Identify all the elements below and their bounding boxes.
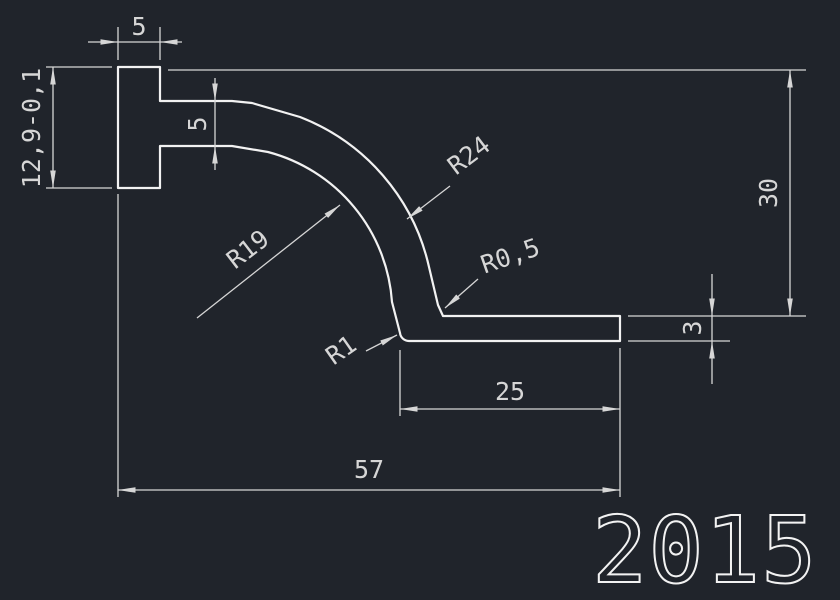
dim-value-flange-width: 5 bbox=[131, 12, 146, 41]
dim-radius-inner: R19 bbox=[196, 204, 341, 319]
dim-wall-thickness: 5 bbox=[183, 78, 218, 170]
dim-leg-thickness: 3 bbox=[628, 274, 730, 384]
dim-value-overall-height: 30 bbox=[754, 178, 783, 208]
dim-value-leg-thickness: 3 bbox=[678, 320, 707, 335]
dim-value-radius-inner: R19 bbox=[221, 224, 274, 274]
dim-corner-radius-outer: R1 bbox=[320, 330, 398, 371]
dim-value-leg-length: 25 bbox=[495, 377, 525, 406]
part-profile-outline bbox=[116, 65, 622, 343]
part-profile bbox=[116, 65, 622, 343]
dim-value-overall-width: 57 bbox=[354, 455, 384, 484]
dim-overall-height: 30 bbox=[168, 69, 806, 317]
part-number: 2015 bbox=[592, 497, 818, 600]
dim-value-radius-outer: R24 bbox=[442, 130, 496, 180]
dim-radius-outer: R24 bbox=[406, 130, 496, 220]
leader-line bbox=[365, 334, 398, 352]
dim-flange-width: 5 bbox=[88, 12, 182, 60]
dim-value-corner-radius-outer: R1 bbox=[320, 330, 361, 371]
dim-overall-width: 57 bbox=[117, 194, 621, 497]
dim-value-wall-thickness: 5 bbox=[183, 116, 212, 131]
dim-value-corner-radius-inner: R0,5 bbox=[477, 232, 543, 279]
leader-line bbox=[406, 185, 451, 220]
dim-leg-length: 25 bbox=[399, 350, 620, 416]
leader-line bbox=[196, 204, 341, 319]
dim-flange-height: 12,9-0,1 bbox=[17, 66, 112, 189]
dim-value-flange-height: 12,9-0,1 bbox=[17, 68, 46, 188]
leader-line bbox=[444, 278, 479, 309]
dim-corner-radius-inner: R0,5 bbox=[444, 232, 543, 309]
